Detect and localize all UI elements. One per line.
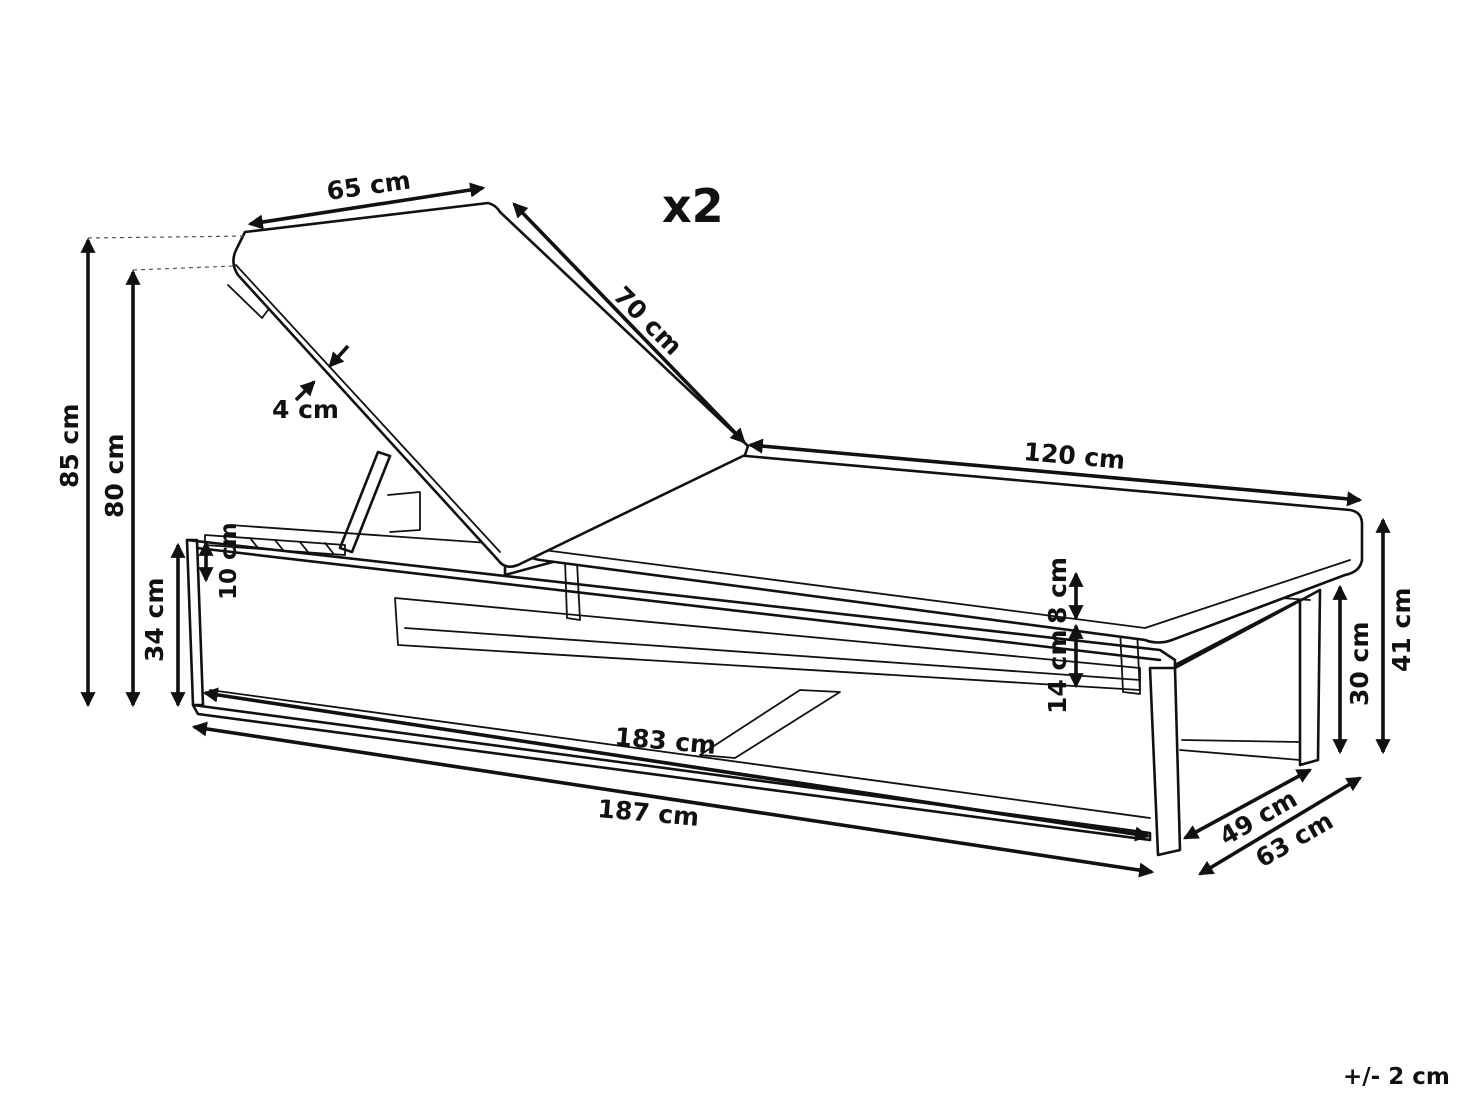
dimension-arrows	[80, 182, 1391, 878]
dimension-guides	[87, 235, 249, 271]
side-rail-height-label: 14 cm	[1043, 630, 1072, 714]
seat-height-label: 34 cm	[140, 578, 169, 662]
backrest-cushion	[227, 201, 750, 568]
backrest-width-arrow	[247, 182, 486, 230]
cushion-thickness-arrow-2	[294, 380, 316, 402]
cushion-thickness-arrow	[328, 344, 350, 368]
backrest-length-arrow	[512, 202, 746, 444]
leg-height-label: 30 cm	[1345, 622, 1374, 706]
overall-width-arrow	[1198, 776, 1362, 876]
tolerance-label: +/- 2 cm	[1343, 1064, 1450, 1090]
cushion-thickness-label: 4 cm	[272, 395, 339, 424]
overall-length-arrow	[191, 721, 1155, 878]
total-height-label: 85 cm	[55, 404, 84, 488]
quantity-label: x2	[662, 179, 724, 233]
overall-seat-height-label: 41 cm	[1387, 588, 1416, 672]
frame-height-label: 10 cm	[216, 522, 242, 600]
seat-length-arrow	[747, 438, 1363, 507]
cushion-height-label: 8 cm	[1043, 557, 1072, 624]
backrest-height-label: 80 cm	[100, 434, 129, 518]
inner-length-label: 183 cm	[613, 722, 717, 760]
